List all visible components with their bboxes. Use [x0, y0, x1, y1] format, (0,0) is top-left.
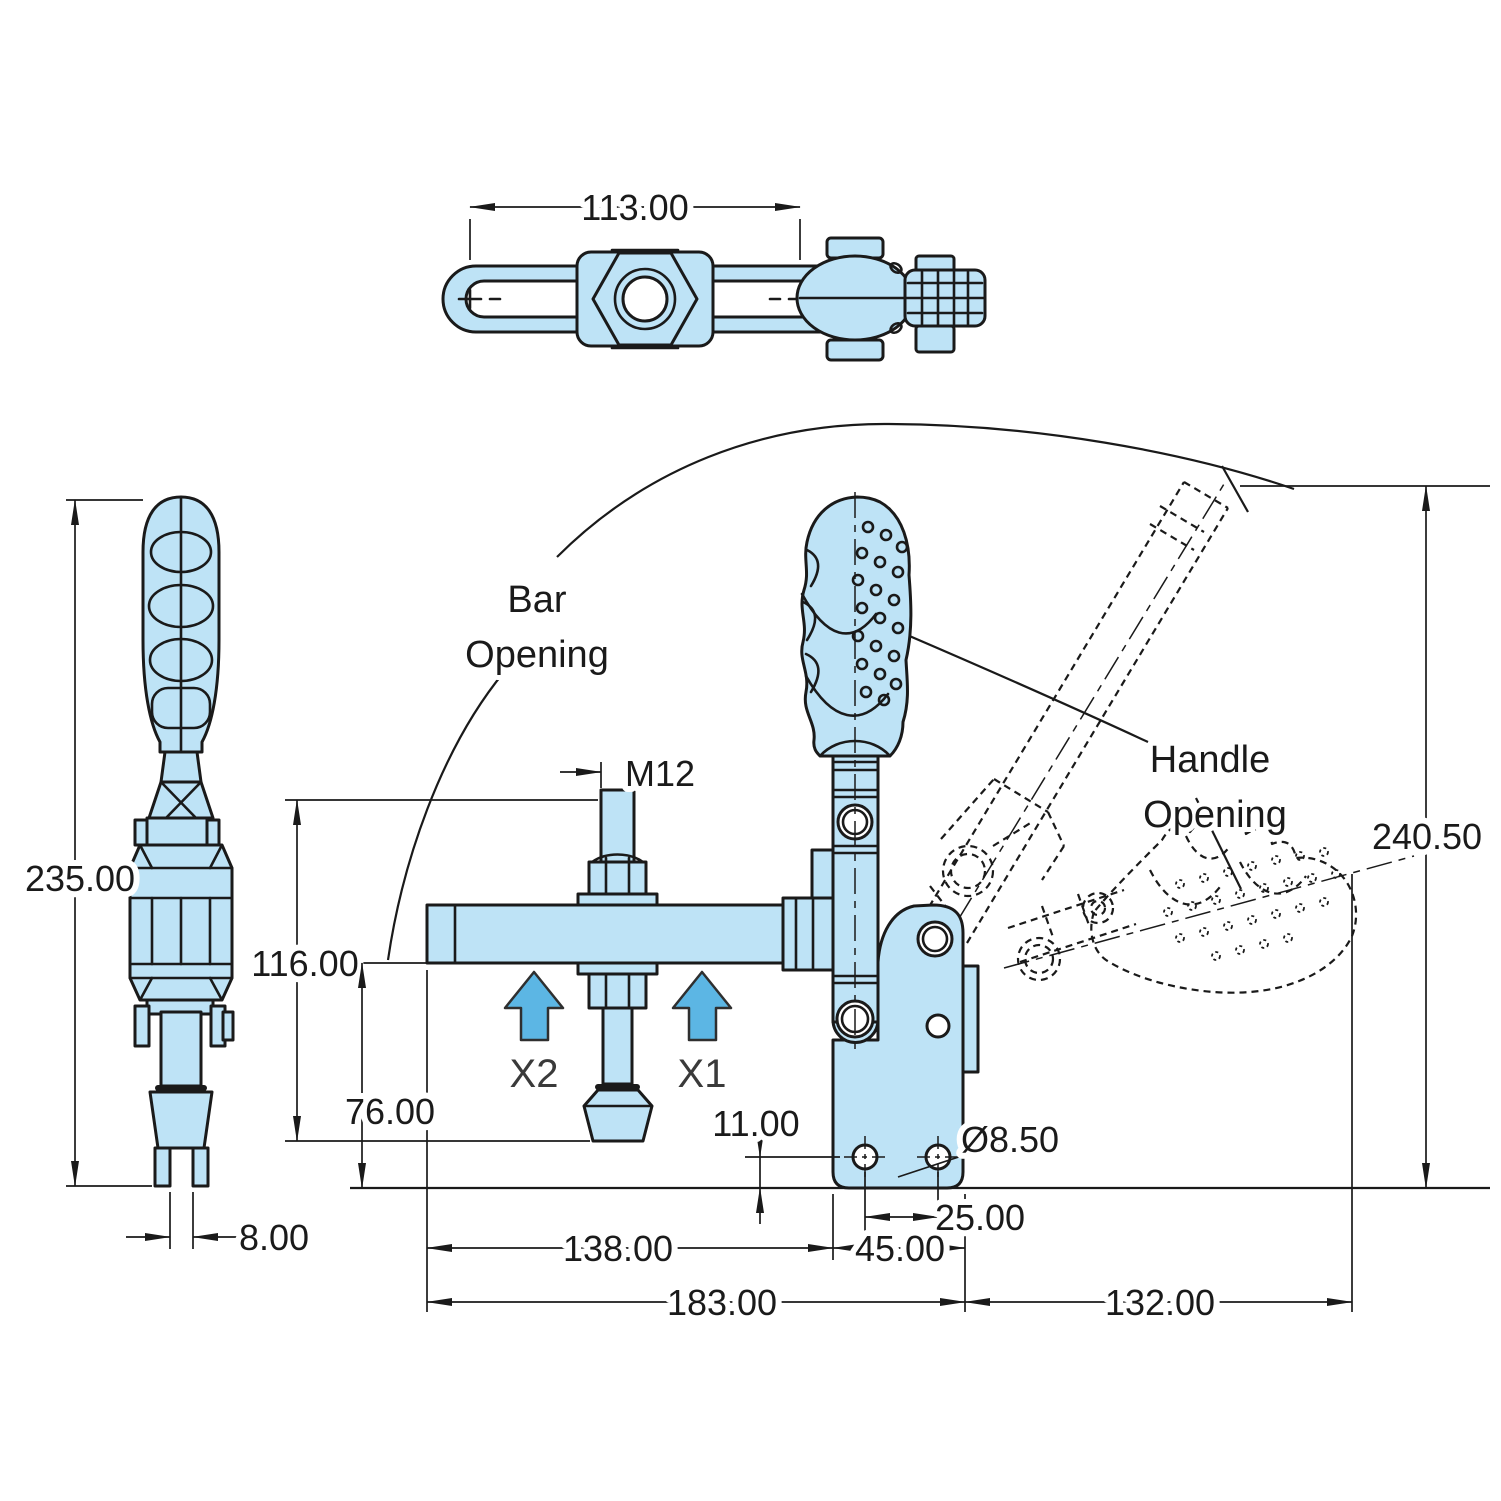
dim-dia-8-5: Ø8.50: [897, 1113, 1065, 1178]
side-view-shaft: [145, 816, 209, 849]
dim-45-text: 45.00: [855, 1228, 945, 1269]
force-arrow-x1: [671, 970, 733, 1042]
dim-113: 113.00: [469, 181, 801, 260]
dim-76: 76.00: [339, 962, 441, 1189]
force-arrows: X2 X1: [503, 970, 733, 1100]
top-view-thread-hole: [621, 275, 669, 323]
bar-opening-arc: [556, 422, 1295, 558]
spindle-nut-lower: [587, 972, 648, 1010]
bar-opening-label-1: Bar: [507, 579, 566, 621]
dim-138: 138.00: [426, 1222, 834, 1275]
bar-clevis-tab: [810, 848, 835, 900]
dim-235: 235.00: [19, 499, 152, 1187]
spindle-washer: [576, 892, 659, 907]
top-view: 113.00: [441, 181, 987, 362]
top-view-knob-tab: [825, 338, 885, 362]
spindle-foot: [582, 1088, 654, 1143]
side-view: 235.00 8.00: [19, 495, 315, 1264]
front-view: X2 X1 M12 116.00: [245, 422, 1490, 1329]
side-view-neck: [159, 750, 203, 784]
force-arrow-x2: [503, 970, 565, 1042]
side-view-link: [147, 780, 215, 820]
dim-183-text: 183.00: [667, 1282, 777, 1323]
dim-235-text: 235.00: [25, 858, 135, 899]
dim-45: 45.00: [832, 1222, 966, 1275]
side-view-tab: [133, 818, 149, 847]
arc-end-tick: [1221, 465, 1249, 513]
spindle-stud: [599, 788, 636, 864]
dim-m12: M12: [560, 747, 701, 800]
dim-240: 240.50: [1366, 485, 1488, 1189]
dim-8: 8.00: [126, 1192, 315, 1264]
side-view-foot: [148, 1090, 214, 1150]
side-view-prong: [153, 1146, 172, 1188]
dim-116-text: 116.00: [251, 943, 358, 984]
handle-opening-label-1: Handle: [1150, 739, 1270, 781]
dim-183: 183.00: [426, 1276, 966, 1329]
side-view-tab-lower: [133, 1004, 151, 1048]
dim-8-text: 8.00: [239, 1217, 309, 1258]
dim-138-text: 138.00: [563, 1228, 673, 1269]
dim-113-text: 113.00: [581, 187, 688, 228]
dim-240-text: 240.50: [1372, 816, 1482, 857]
handle-opening-leader: [1195, 797, 1242, 890]
dim-132-text: 132.00: [1105, 1282, 1215, 1323]
force-label-x2: X2: [510, 1052, 559, 1096]
dim-25: 25.00: [864, 1191, 1031, 1244]
phantom-grip-dots: [1163, 847, 1341, 961]
bar-opening-label-2: Opening: [465, 634, 609, 676]
dim-132: 132.00: [964, 1276, 1353, 1329]
dim-11: 11.00: [706, 1097, 806, 1224]
body-hole: [925, 1013, 951, 1039]
side-view-spindle: [159, 1010, 203, 1088]
side-view-tab: [205, 818, 221, 847]
spindle-nut-upper: [587, 860, 648, 896]
bar-clevis: [781, 896, 835, 972]
clamp-bar: [425, 903, 835, 965]
annotation-bar-opening: Bar Opening: [460, 574, 614, 681]
side-view-prong: [191, 1146, 210, 1188]
handle-grip-dots: [851, 520, 909, 707]
spindle-washer: [576, 961, 659, 976]
handle-opening-label-2: Opening: [1143, 794, 1287, 836]
phantom-open-position: [922, 481, 1415, 994]
side-view-tab-outer: [221, 1010, 235, 1042]
dim-25-text: 25.00: [935, 1197, 1025, 1238]
force-label-x1: X1: [678, 1052, 727, 1096]
body-tab: [961, 964, 980, 1074]
annotation-handle-opening: Handle Opening: [1138, 734, 1292, 841]
handle-grip: [800, 495, 913, 758]
hole-crosshairs: [844, 1136, 959, 1178]
dim-76-text: 76.00: [345, 1091, 435, 1132]
spindle-rod: [601, 1006, 634, 1086]
dim-m12-text: M12: [625, 753, 695, 794]
bar-opening-arc: [386, 671, 505, 961]
dim-dia-text: Ø8.50: [961, 1119, 1059, 1160]
top-view-grip-tab-bottom: [914, 324, 956, 354]
side-view-block-lines: [128, 843, 234, 1002]
dim-11-text: 11.00: [712, 1103, 799, 1144]
clamp-body: [831, 903, 965, 1190]
dim-116: 116.00: [245, 799, 365, 1142]
